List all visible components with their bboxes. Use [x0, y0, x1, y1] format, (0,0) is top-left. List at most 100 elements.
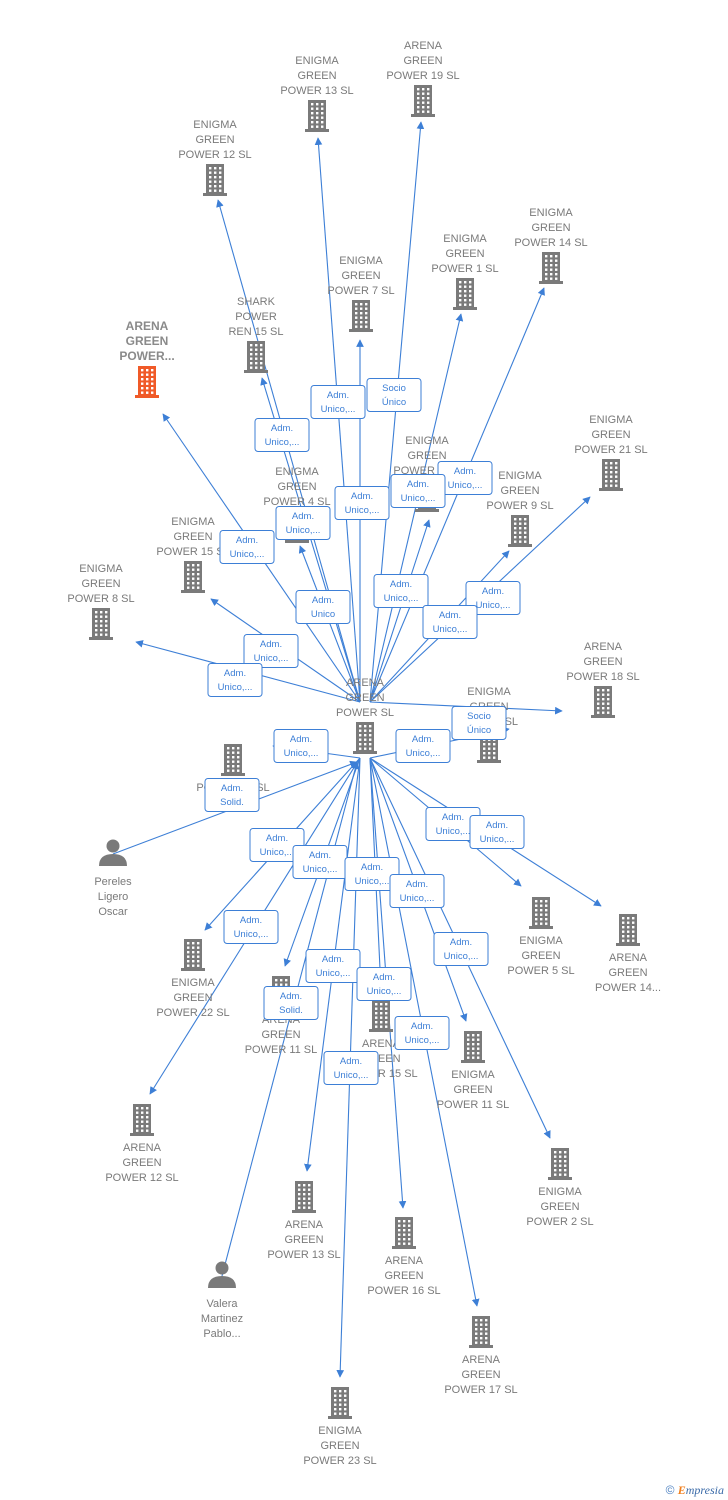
edge-label-text: Unico: [311, 609, 335, 620]
node-label: POWER 14...: [595, 982, 661, 994]
node-label: ENIGMA: [519, 935, 563, 947]
edge-label[interactable]: Adm.Unico,...: [389, 874, 445, 908]
node-label: Pablo...: [203, 1328, 240, 1340]
edge-label-text: Adm.: [290, 734, 312, 745]
edge-label[interactable]: Adm.Unico,...: [310, 385, 366, 419]
edge-label-text: Adm.: [361, 862, 383, 873]
edge-label[interactable]: Adm.Unico,...: [243, 634, 299, 668]
node-label: ENIGMA: [295, 55, 339, 67]
node-label: GREEN: [195, 134, 234, 146]
building-icon: [181, 561, 205, 593]
edge-label[interactable]: Adm.Unico,...: [292, 845, 348, 879]
edge-label[interactable]: Adm.Unico,...: [323, 1051, 379, 1085]
node-label: POWER 14 SL: [514, 237, 587, 249]
edge-label[interactable]: Adm.Unico,...: [469, 815, 525, 849]
node-label: ENIGMA: [79, 563, 123, 575]
building-icon: [453, 278, 477, 310]
footer-brand[interactable]: © Empresia: [666, 1483, 724, 1498]
node-label: ENIGMA: [467, 686, 511, 698]
edge-label[interactable]: Adm.Unico,...: [433, 932, 489, 966]
edge-label[interactable]: Adm.Unico,...: [273, 729, 329, 763]
node-arena-power-hl[interactable]: ARENAGREENPOWER...: [119, 319, 175, 398]
node-label: POWER 7 SL: [327, 285, 394, 297]
node-label: GREEN: [173, 531, 212, 543]
edge-label[interactable]: Adm.Unico,...: [334, 486, 390, 520]
edge-label-text: Adm.: [390, 579, 412, 590]
edge-label[interactable]: Adm.Unico,...: [344, 857, 400, 891]
edge-label[interactable]: Adm.Unico,...: [356, 967, 412, 1001]
edge-label[interactable]: Adm.Unico,...: [207, 663, 263, 697]
edge-label[interactable]: Adm.Unico,...: [437, 461, 493, 495]
edge-label[interactable]: Adm.Unico,...: [425, 807, 481, 841]
edge-label[interactable]: Adm.Unico,...: [373, 574, 429, 608]
edge-label[interactable]: Adm.Unico,...: [305, 949, 361, 983]
node-enigma5[interactable]: ENIGMA GREEN POWER 5 SL: [507, 897, 575, 977]
node-label: POWER 21 SL: [574, 444, 647, 456]
node-label: ENIGMA: [529, 207, 573, 219]
edge-label[interactable]: Adm.Unico,...: [275, 506, 331, 540]
edge-label-text: Adm.: [292, 511, 314, 522]
edge-label-text: Adm.: [407, 479, 429, 490]
edge-label-text: Unico,...: [448, 480, 483, 491]
building-icon: [392, 1217, 416, 1249]
node-label: POWER 11 SL: [437, 1099, 510, 1111]
node-label: POWER 17 SL: [444, 1384, 517, 1396]
edge-label[interactable]: Adm.Unico,...: [395, 729, 451, 763]
edge-label[interactable]: Adm.Unico,...: [465, 581, 521, 615]
node-label: POWER 5 SL: [507, 965, 574, 977]
node-label: POWER 23 SL: [303, 1455, 376, 1467]
node-label: ARENA: [584, 641, 623, 653]
edge-label[interactable]: Adm.Unico,...: [219, 530, 275, 564]
building-icon: [529, 897, 553, 929]
node-label: POWER...: [119, 349, 174, 363]
edge-label-text: Adm.: [260, 639, 282, 650]
node-valera[interactable]: ValeraMartinezPablo...: [201, 1261, 243, 1341]
edge-label[interactable]: Adm.Unico,...: [390, 474, 446, 508]
edge-label[interactable]: Adm.Solid.: [204, 778, 260, 812]
edge-label[interactable]: Adm.Unico: [295, 590, 351, 624]
building-icon: [548, 1148, 572, 1180]
node-label: GREEN: [521, 950, 560, 962]
edge-label[interactable]: Adm.Solid.: [263, 986, 319, 1020]
edge-label[interactable]: Adm.Unico,...: [394, 1016, 450, 1050]
node-label: GREEN: [345, 692, 384, 704]
node-label: POWER SL: [336, 707, 394, 719]
building-icon: [508, 515, 532, 547]
edge-label[interactable]: Adm.Unico,...: [254, 418, 310, 452]
building-icon: [539, 252, 563, 284]
building-icon: [599, 459, 623, 491]
building-icon: [469, 1316, 493, 1348]
node-label: ARENA: [126, 319, 169, 333]
building-icon-highlight: [135, 366, 159, 398]
edge-label[interactable]: Adm.Unico,...: [223, 910, 279, 944]
edge-label[interactable]: Adm.Unico,...: [422, 605, 478, 639]
edge-label-text: Adm.: [351, 491, 373, 502]
node-label: POWER 9 SL: [486, 500, 553, 512]
node-label: GREEN: [591, 429, 630, 441]
